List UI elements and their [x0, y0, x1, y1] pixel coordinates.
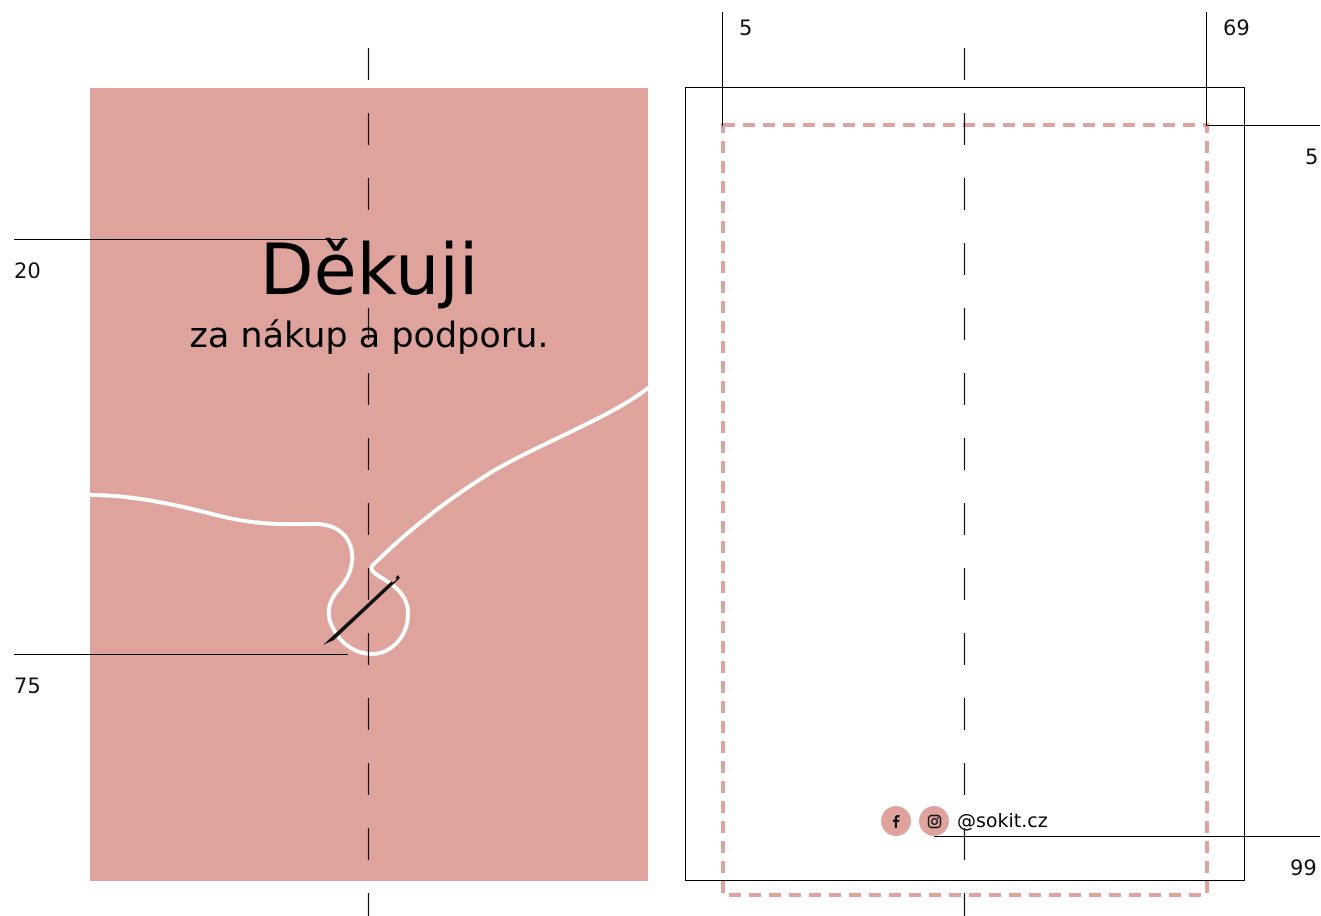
social-handle: @sokit.cz	[957, 810, 1048, 832]
measure-label-back-left: 5	[739, 16, 753, 40]
measure-label-back-top: 5	[1305, 145, 1319, 169]
thread-right	[370, 386, 648, 568]
measure-line-front-bottom	[14, 654, 348, 655]
thread-left	[90, 493, 411, 657]
measure-line-back-right	[1206, 12, 1207, 126]
measure-line-back-top	[1206, 125, 1320, 126]
measure-line-back-bottom	[934, 836, 1320, 837]
measure-label-front-bottom: 75	[14, 674, 41, 698]
measure-label-back-right: 69	[1223, 16, 1250, 40]
facebook-icon[interactable]	[881, 806, 911, 836]
thread-illustration	[90, 386, 648, 657]
needle-icon	[323, 575, 400, 645]
instagram-icon[interactable]	[919, 806, 949, 836]
back-card	[685, 87, 1245, 881]
social-row: @sokit.cz	[881, 806, 1048, 836]
measure-line-front-top	[14, 239, 348, 240]
measure-label-front-top: 20	[14, 259, 41, 283]
measure-label-back-bottom: 99	[1290, 856, 1317, 880]
measure-line-back-left	[722, 12, 723, 126]
